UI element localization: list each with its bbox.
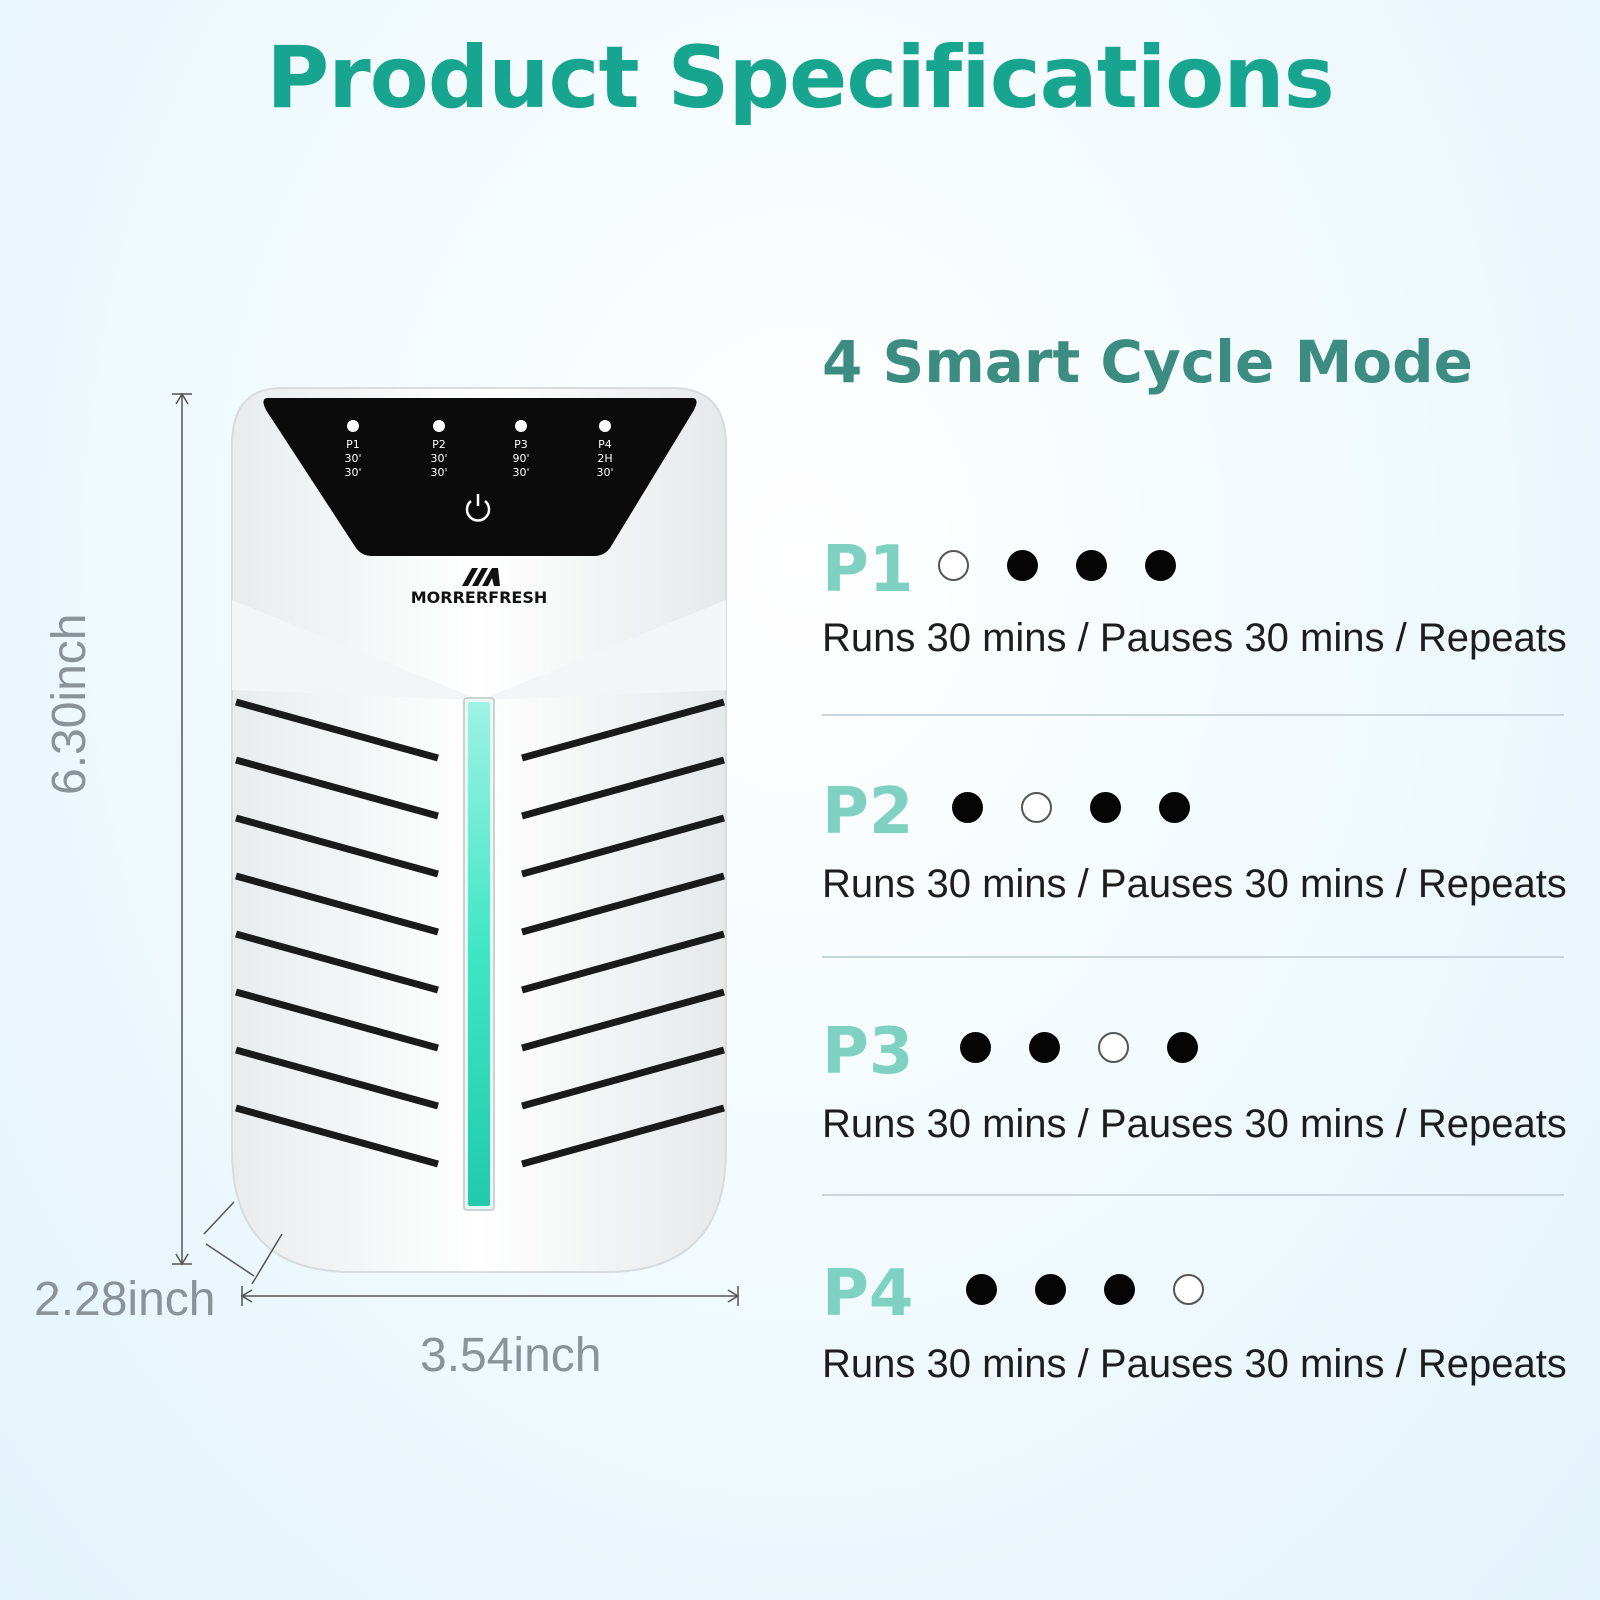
panel-indicator-light <box>515 420 527 432</box>
panel-pause: 30' <box>430 466 448 479</box>
panel-mode-p4: P4 2H 30' <box>590 420 620 480</box>
indicator-dot <box>1159 792 1190 823</box>
depth-dimension-line <box>203 1201 283 1285</box>
indicator-dot <box>1090 792 1121 823</box>
indicator-dot <box>1007 550 1038 581</box>
indicator-dot <box>1173 1274 1204 1305</box>
mode-name: P2 <box>822 775 914 849</box>
indicator-dot <box>1104 1274 1135 1305</box>
indicator-dot <box>1076 550 1107 581</box>
brand-name: MORRERFRESH <box>410 588 548 607</box>
panel-mode-p2: P2 30' 30' <box>424 420 454 480</box>
panel-run: 90' <box>512 452 530 465</box>
control-panel <box>263 398 697 556</box>
mode-description: Runs 30 mins / Pauses 30 mins / Repeats <box>822 1102 1567 1146</box>
section-subtitle: 4 Smart Cycle Mode <box>822 328 1473 396</box>
panel-pause: 30' <box>596 466 614 479</box>
panel-pause: 30' <box>344 466 362 479</box>
panel-label: P4 <box>598 438 612 451</box>
panel-run: 2H <box>597 452 613 465</box>
panel-run: 30' <box>430 452 448 465</box>
panel-label: P1 <box>346 438 360 451</box>
indicator-dot <box>1145 550 1176 581</box>
vents-left <box>235 698 439 1168</box>
power-icon <box>465 494 491 522</box>
width-dimension-line <box>240 1286 740 1306</box>
indicator-dot <box>1167 1032 1198 1063</box>
panel-label: P2 <box>432 438 446 451</box>
mode-name: P4 <box>822 1257 914 1331</box>
panel-mode-p1: P1 30' 30' <box>338 420 368 480</box>
indicator-dot <box>952 792 983 823</box>
panel-label: P3 <box>514 438 528 451</box>
panel-run: 30' <box>344 452 362 465</box>
depth-label: 2.28inch <box>34 1273 216 1326</box>
mode-name: P3 <box>822 1015 914 1089</box>
indicator-dot <box>1035 1274 1066 1305</box>
mode-description: Runs 30 mins / Pauses 30 mins / Repeats <box>822 616 1567 660</box>
indicator-dot <box>1021 792 1052 823</box>
vents-right <box>521 698 725 1168</box>
panel-indicator-light <box>347 420 359 432</box>
panel-mode-p3: P3 90' 30' <box>506 420 536 480</box>
brand-logo <box>462 568 500 586</box>
panel-indicator-light <box>599 420 611 432</box>
panel-pause: 30' <box>512 466 530 479</box>
page-title: Product Specifications <box>266 28 1335 128</box>
divider <box>822 956 1564 958</box>
divider <box>822 714 1564 716</box>
width-label: 3.54inch <box>420 1329 602 1382</box>
indicator-dot <box>938 550 969 581</box>
mode-description: Runs 30 mins / Pauses 30 mins / Repeats <box>822 862 1567 906</box>
indicator-dot <box>960 1032 991 1063</box>
mode-name: P1 <box>822 533 914 607</box>
indicator-dot <box>1029 1032 1060 1063</box>
indicator-dot <box>966 1274 997 1305</box>
indicator-dot <box>1098 1032 1129 1063</box>
panel-indicator-light <box>433 420 445 432</box>
height-dimension-line <box>172 392 192 1266</box>
height-label: 6.30inch <box>43 613 96 795</box>
divider <box>822 1194 1564 1196</box>
mode-description: Runs 30 mins / Pauses 30 mins / Repeats <box>822 1342 1567 1386</box>
